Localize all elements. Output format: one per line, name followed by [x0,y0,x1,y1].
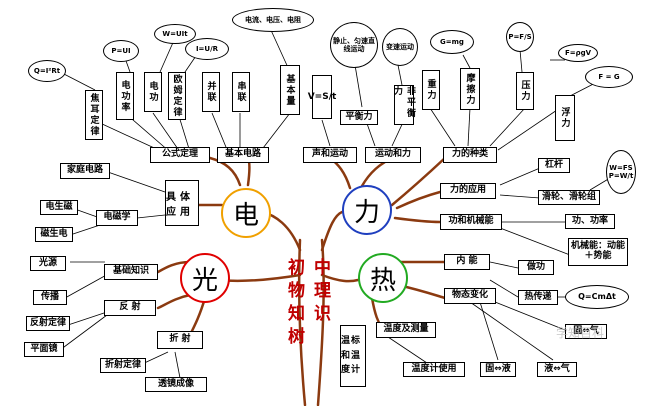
trunk-branch [297,238,307,406]
force-apply-item: 杠杆 [538,158,570,173]
force-work-node: 功和机械能 [440,214,502,230]
heat-inner-item: 热传递 [518,290,558,305]
force-apply-node: 力的应用 [440,183,496,199]
force-work-item: 机械能：动能＋势能 [568,238,628,266]
force-circle: 力 [342,185,392,235]
force-sound-node: 声和运动 [303,147,357,163]
force-cloud-c4: P=F/S [506,22,534,52]
heat-circle: 热 [358,253,408,303]
branch-electric-formula [208,156,242,187]
light-reflect-item: 反射定律 [26,316,70,331]
electric-circuit-item: 基本量 [280,65,300,115]
force-kinds-item: 压力 [516,72,534,110]
electric-magnet-item: 磁生电 [35,227,73,242]
electric-magnet-node: 电磁学 [96,210,138,226]
light-reflect-node: 反 射 [104,300,156,316]
branch-force-apply [395,190,442,210]
electric-cloud-c3: Q=I²Rt [28,60,66,82]
force-work-item: 功、功率 [565,214,615,229]
force-cloud-c6: F = G [585,66,633,88]
title-column-2: 中理识 [310,258,330,327]
heat-state-node: 物态变化 [444,288,496,304]
electric-apply-node: 具体应用 [165,180,199,226]
force-kinds-node: 力的种类 [443,147,497,163]
trunk-branch [316,238,325,406]
force-apply-item: 滑轮、滑轮组 [538,190,600,205]
force-cloud-c2: 变速运动 [382,28,418,66]
electric-home-node: 家庭电路 [60,163,110,179]
force-motion-item: 平衡力 [340,110,378,125]
heat-inner-item: 做功 [518,260,554,275]
branch-light-reflect [156,293,192,310]
branch-force-kinds [390,156,447,207]
branch-heat [320,273,360,283]
force-cloud-c3: G=mg [430,30,474,54]
electric-cloud-c4: I=U/R [185,38,229,60]
heat-cloud: Q=CmΔt [565,285,629,309]
force-cloud-c7: W=FS P=W/t [606,150,636,194]
force-kinds-item: 摩擦力 [460,68,480,110]
electric-formula-node: 公式定理 [150,147,210,163]
electric-circuit-item: 并联 [202,72,220,112]
light-reflect-item: 平面镜 [24,342,64,357]
electric-formula-item: 焦耳定律 [85,90,103,140]
force-cloud-c1: 静止、匀速直线运动 [330,22,378,68]
heat-temp-node: 温度及测量 [376,322,436,338]
force-motion-node: 运动和力 [365,147,421,163]
force-kinds-item: 重力 [422,70,440,110]
electric-formula-item: 电功率 [116,72,134,120]
force-sound-item: V=S/t [308,75,336,119]
electric-cloud-c1: W=UIt [154,24,196,44]
title-column-1: 初物知树 [284,258,304,350]
light-basic-item: 传播 [33,290,67,305]
heat-temp-item: 温标和温度计 [340,325,366,387]
electric-circle: 电 [221,188,271,238]
electric-formula-item: 欧姆定律 [168,72,186,120]
heat-inner-node: 内 能 [444,254,490,270]
branch-force-work [393,216,442,224]
watermark-text: 学知百科 [556,326,605,340]
light-circle: 光 [180,253,230,303]
heat-state-item: 固⇔液 [480,362,516,377]
light-refract-node: 折 射 [157,331,203,349]
electric-cloud-c2: P=UI [103,40,139,62]
electric-cloud-c5: 电流、电压、电阻 [232,8,314,32]
electric-magnet-item: 电生磁 [40,200,78,215]
electric-circuit-node: 基本电路 [217,147,269,163]
force-kinds-item: 浮力 [555,95,575,141]
light-basic-item: 光源 [30,256,66,271]
electric-formula-item: 电功 [144,72,162,112]
light-refract-item: 透镜成像 [145,377,207,392]
branch-force [320,210,344,252]
heat-temp-item: 温度计使用 [403,362,465,377]
branch-light-refract [188,296,207,337]
light-refract-item: 折射定律 [100,358,146,373]
light-basic-node: 基础知识 [104,264,158,280]
heat-state-item: 液⇔气 [537,362,577,377]
force-motion-item: 非平衡力 [392,85,415,125]
force-cloud-c5: F=ρgV [558,44,598,62]
heat-state-item: 固⇔气 [565,324,607,339]
electric-circuit-item: 串联 [232,72,250,112]
